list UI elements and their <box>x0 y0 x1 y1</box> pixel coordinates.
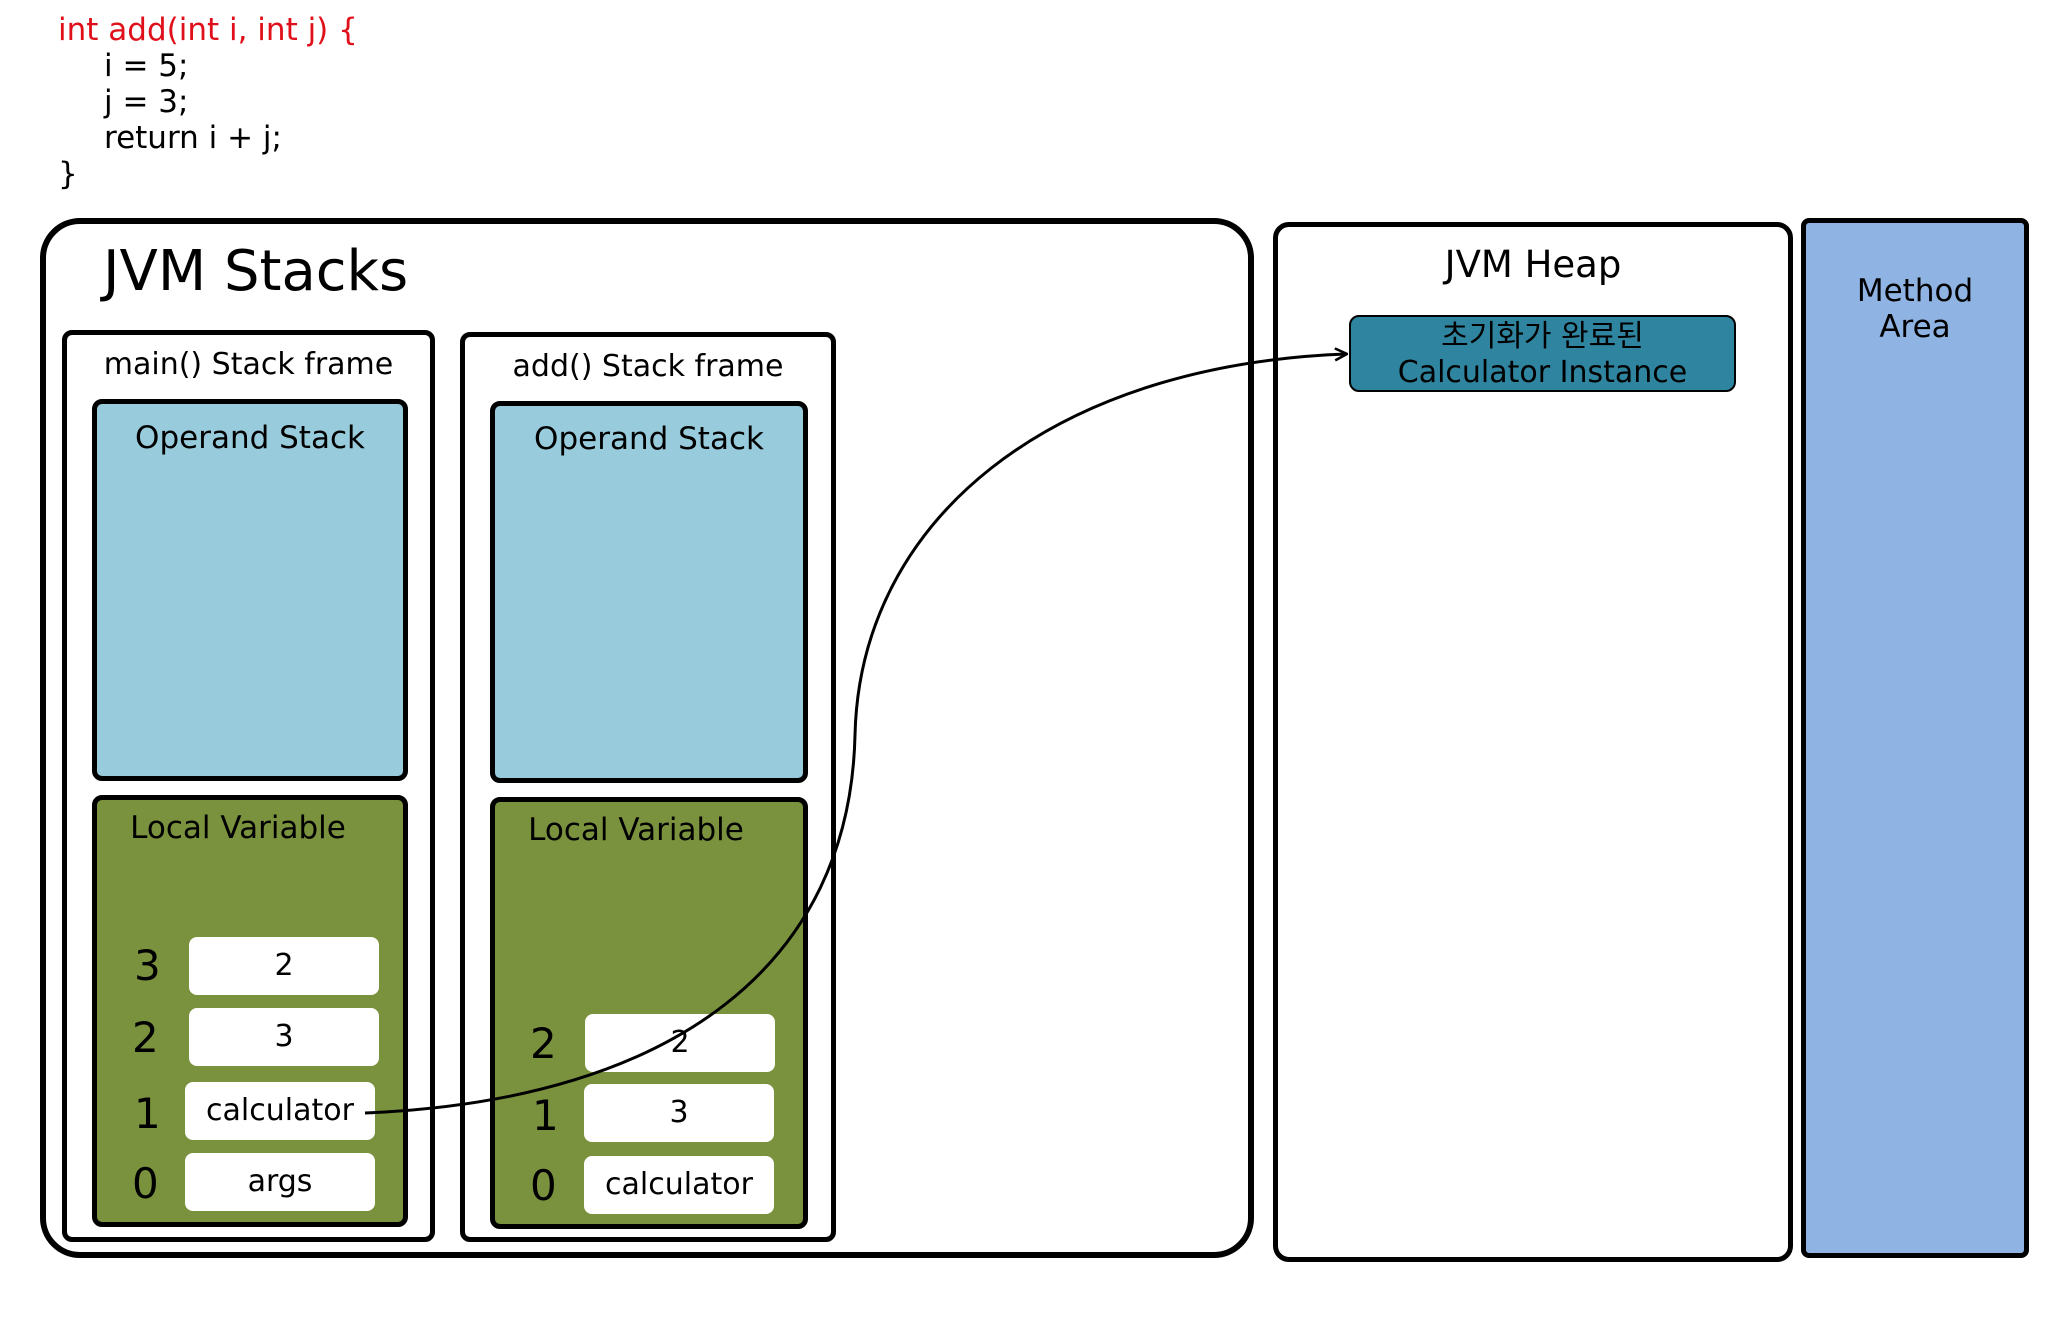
main-slot-index: 2 <box>132 1013 159 1062</box>
calculator-instance: 초기화가 완료된 Calculator Instance <box>1349 315 1736 392</box>
add-operand-stack-title: Operand Stack <box>534 421 764 457</box>
reference-arrow-line <box>364 354 1346 1115</box>
jvm-heap-area <box>1273 222 1793 1262</box>
add-slot-index: 2 <box>530 1019 557 1068</box>
code-line-assign-j: j = 3; <box>104 84 189 120</box>
add-operand-stack <box>490 401 808 783</box>
method-area-title: Method Area <box>1801 273 2029 345</box>
jvm-stacks-area <box>40 218 1254 1258</box>
method-area <box>1801 218 2029 1258</box>
add-stack-frame <box>460 332 836 1242</box>
code-line-return: return i + j; <box>104 120 282 156</box>
add-slot-index: 1 <box>532 1091 559 1140</box>
add-slot-index: 0 <box>530 1161 557 1210</box>
main-slot-value: calculator <box>185 1082 375 1140</box>
main-local-variable-title: Local Variable <box>130 810 346 846</box>
code-line-close-brace: } <box>58 156 78 192</box>
jvm-stacks-title: JVM Stacks <box>103 239 409 304</box>
add-slot-value: 3 <box>584 1084 774 1142</box>
main-slot-index: 1 <box>134 1089 161 1138</box>
main-slot-index: 3 <box>134 941 161 990</box>
main-frame-title: main() Stack frame <box>103 347 394 382</box>
add-frame-title: add() Stack frame <box>512 349 784 384</box>
jvm-heap-title: JVM Heap <box>1444 243 1622 286</box>
main-slot-index: 0 <box>132 1159 159 1208</box>
add-slot-value: calculator <box>584 1156 774 1214</box>
main-stack-frame <box>62 330 435 1242</box>
main-slot-value: args <box>185 1153 375 1211</box>
main-operand-stack <box>92 399 408 781</box>
method-area-title-line1: Method <box>1856 273 1974 309</box>
code-line-assign-i: i = 5; <box>104 48 189 84</box>
add-slot-value: 2 <box>585 1014 775 1072</box>
main-slot-value: 2 <box>189 937 379 995</box>
add-local-variable-title: Local Variable <box>528 812 744 848</box>
instance-label-name: Calculator Instance <box>1397 355 1688 390</box>
main-operand-stack-title: Operand Stack <box>135 420 365 456</box>
instance-label-korean: 초기화가 완료된 <box>1441 319 1644 354</box>
main-slot-value: 3 <box>189 1008 379 1066</box>
code-snippet: int add(int i, int j) { i = 5; j = 3; re… <box>58 12 358 192</box>
method-area-title-line2: Area <box>1879 309 1951 345</box>
code-line-signature: int add(int i, int j) { <box>58 12 358 48</box>
